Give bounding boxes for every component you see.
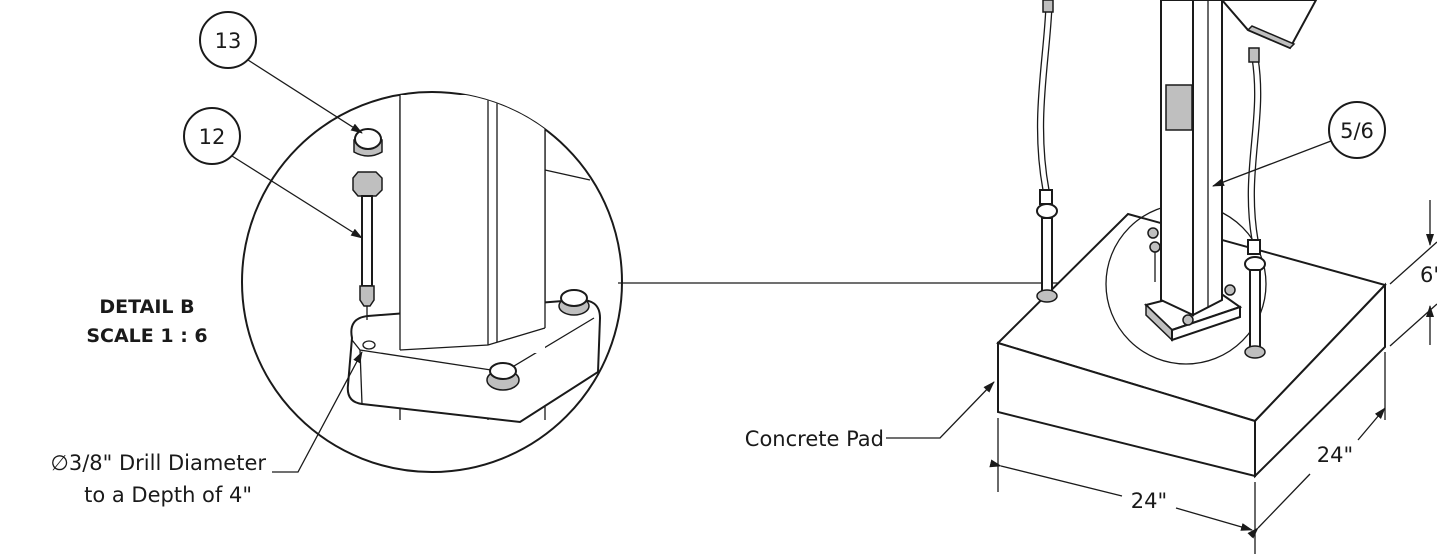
balloon-5-6: 5/6 — [1212, 101, 1386, 187]
drill-note-line1: ∅3/8" Drill Diameter — [51, 451, 267, 475]
plate-nut-right — [558, 289, 590, 316]
balloon-5-6-label: 5/6 — [1340, 119, 1374, 143]
drill-note: ∅3/8" Drill Diameter to a Depth of 4" — [51, 351, 363, 507]
callout-bolt — [1147, 227, 1161, 282]
cap-nut-13 — [353, 128, 383, 157]
column-label-plate — [1165, 84, 1193, 131]
concrete-pad-label: Concrete Pad — [745, 427, 884, 451]
detail-title: DETAIL B — [99, 296, 194, 318]
dimension-front-width-label: 24" — [1131, 489, 1167, 513]
load-cell-left — [1036, 189, 1058, 303]
drill-hole — [362, 340, 376, 350]
load-cell-right — [1244, 239, 1266, 359]
balloon-13-label: 13 — [215, 29, 242, 53]
detail-circle — [241, 91, 623, 473]
dimension-height-label: 6" — [1420, 263, 1437, 287]
anchor-bolt-12 — [352, 171, 383, 320]
column-post — [1160, 0, 1223, 317]
plate-nut-front — [486, 362, 520, 391]
cable-right — [1247, 57, 1256, 241]
detail-scale: SCALE 1 : 6 — [86, 325, 207, 347]
dimension-side-width: 24" — [1247, 352, 1386, 539]
balloon-12-label: 12 — [199, 125, 226, 149]
dimension-side-width-label: 24" — [1317, 443, 1353, 467]
display-head — [1220, 0, 1318, 50]
concrete-pad-note: Concrete Pad — [745, 381, 995, 451]
detail-b-view — [241, 91, 623, 473]
dimension-height: 6" — [1389, 200, 1437, 347]
balloon-12: 12 — [183, 107, 363, 239]
main-assembly-view — [996, 0, 1387, 479]
balloon-13: 13 — [199, 11, 363, 134]
dimension-front-width: 24" — [989, 418, 1256, 554]
drill-note-line2: to a Depth of 4" — [84, 483, 252, 507]
cable-left — [1036, 4, 1047, 191]
